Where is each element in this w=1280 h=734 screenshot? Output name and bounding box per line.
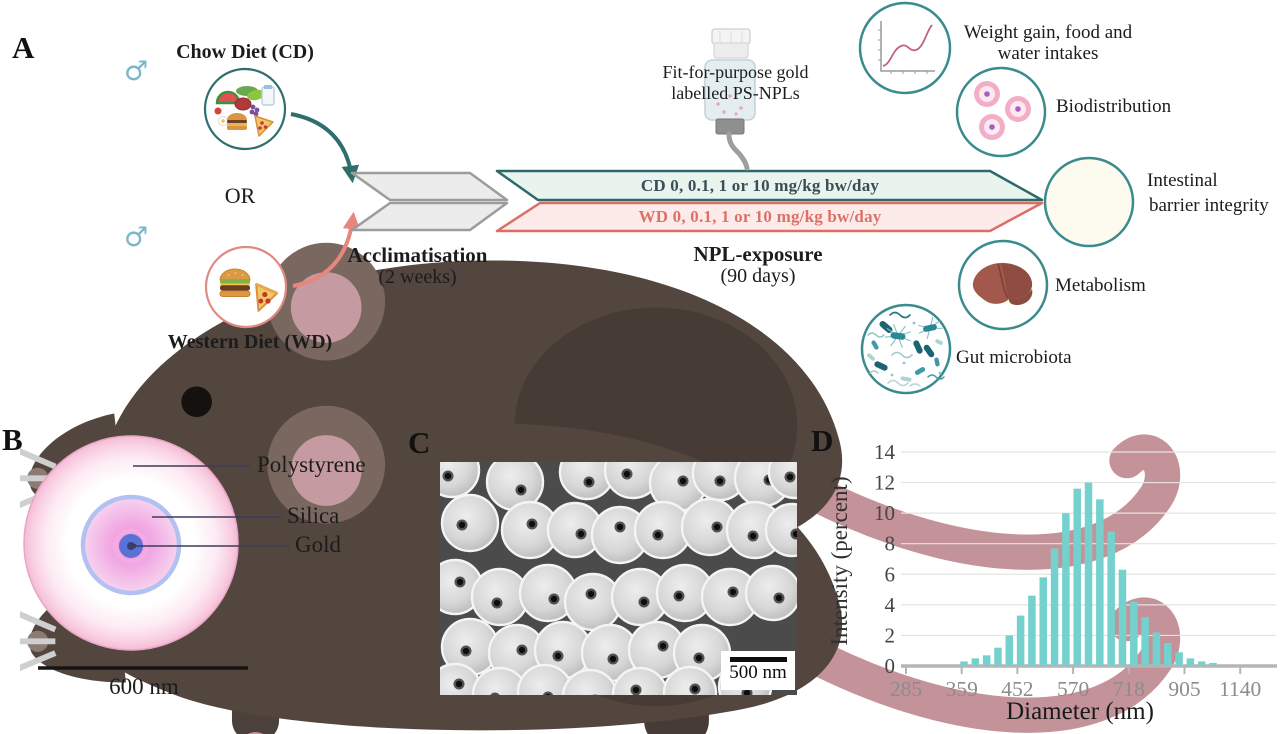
svg-text:14: 14 <box>874 440 896 464</box>
gut-bacteria-icon <box>860 303 952 395</box>
svg-text:570: 570 <box>1057 677 1089 701</box>
wd-exposure-bar <box>495 201 1044 233</box>
svg-text:1140: 1140 <box>1219 677 1261 701</box>
histogram-y-axis-title: Intensity (percent) <box>827 476 852 646</box>
or-label: OR <box>224 183 256 208</box>
wd-arrow-icon <box>292 211 361 288</box>
panel-b-label: B <box>2 422 23 457</box>
cd-exposure-bar <box>495 169 1044 202</box>
scale-600nm-label: 600 nm <box>109 674 179 699</box>
panel-d-label: D <box>811 423 834 458</box>
exposure-duration: (90 days) <box>720 265 796 287</box>
acclimatisation-chevron-icon <box>350 171 509 232</box>
svg-text:905: 905 <box>1168 677 1200 701</box>
outcome-weight-line1: Weight gain, food and <box>963 22 1133 43</box>
wd-bar-label: WD 0, 0.1, 1 or 10 mg/kg bw/day <box>638 207 882 226</box>
svg-text:0: 0 <box>885 654 896 678</box>
svg-text:285: 285 <box>890 677 922 701</box>
panel-c-label: C <box>408 425 431 460</box>
outcome-biodistribution: Biodistribution <box>1056 96 1172 117</box>
outcome-gut-microbiota: Gut microbiota <box>956 347 1072 368</box>
western-diet-title: Western Diet (WD) <box>167 331 333 353</box>
western-diet-icon <box>204 245 288 329</box>
growth-chart-icon <box>858 1 952 95</box>
polystyrene-label: Polystyrene <box>257 452 366 477</box>
exposure-title: NPL-exposure <box>693 242 823 266</box>
histogram-x-axis-title: Diameter (nm) <box>1006 698 1154 725</box>
intestinal-villi-icon <box>1043 156 1135 248</box>
svg-text:718: 718 <box>1113 677 1145 701</box>
silica-label: Silica <box>287 503 340 528</box>
acclimatisation-title: Acclimatisation <box>347 243 488 267</box>
nanoparticle-diagram <box>23 435 290 670</box>
male-symbol: ♂ <box>124 56 149 87</box>
outcome-metabolism: Metabolism <box>1055 275 1146 296</box>
svg-text:10: 10 <box>874 501 895 525</box>
size-distribution-histogram: 0 2 4 6 8 10 12 14 285 359 452 570 718 905 1140 <box>874 440 1277 701</box>
cd-arrow-icon <box>290 112 360 184</box>
svg-text:452: 452 <box>1001 677 1033 701</box>
outcome-intestinal-line2: barrier integrity <box>1149 195 1269 216</box>
scalebar-line <box>730 657 787 662</box>
svg-text:359: 359 <box>946 677 978 701</box>
svg-text:8: 8 <box>885 532 896 556</box>
svg-text:6: 6 <box>885 562 896 586</box>
biodistribution-icon <box>955 66 1047 158</box>
npl-label-line1: Fit-for-purpose gold <box>662 62 809 82</box>
water-bottle-icon <box>704 28 756 171</box>
liver-icon <box>957 239 1049 331</box>
outcome-intestinal-line1: Intestinal <box>1147 170 1218 191</box>
acclimatisation-duration: (2 weeks) <box>378 266 457 288</box>
npl-label-line2: labelled PS-NPLs <box>671 83 800 103</box>
sem-scalebar: 500 nm <box>721 651 795 690</box>
svg-text:2: 2 <box>885 623 896 647</box>
svg-text:12: 12 <box>874 471 895 495</box>
chow-diet-title: Chow Diet (CD) <box>176 41 314 63</box>
gold-label: Gold <box>295 532 341 557</box>
svg-text:4: 4 <box>885 593 896 617</box>
panel-a-label: A <box>12 30 35 65</box>
chow-diet-icon <box>203 67 287 151</box>
cd-bar-label: CD 0, 0.1, 1 or 10 mg/kg bw/day <box>640 176 880 195</box>
outcome-weight-line2: water intakes <box>997 43 1099 64</box>
male-symbol: ♂ <box>124 222 149 253</box>
scale-500nm-label: 500 nm <box>729 662 787 683</box>
